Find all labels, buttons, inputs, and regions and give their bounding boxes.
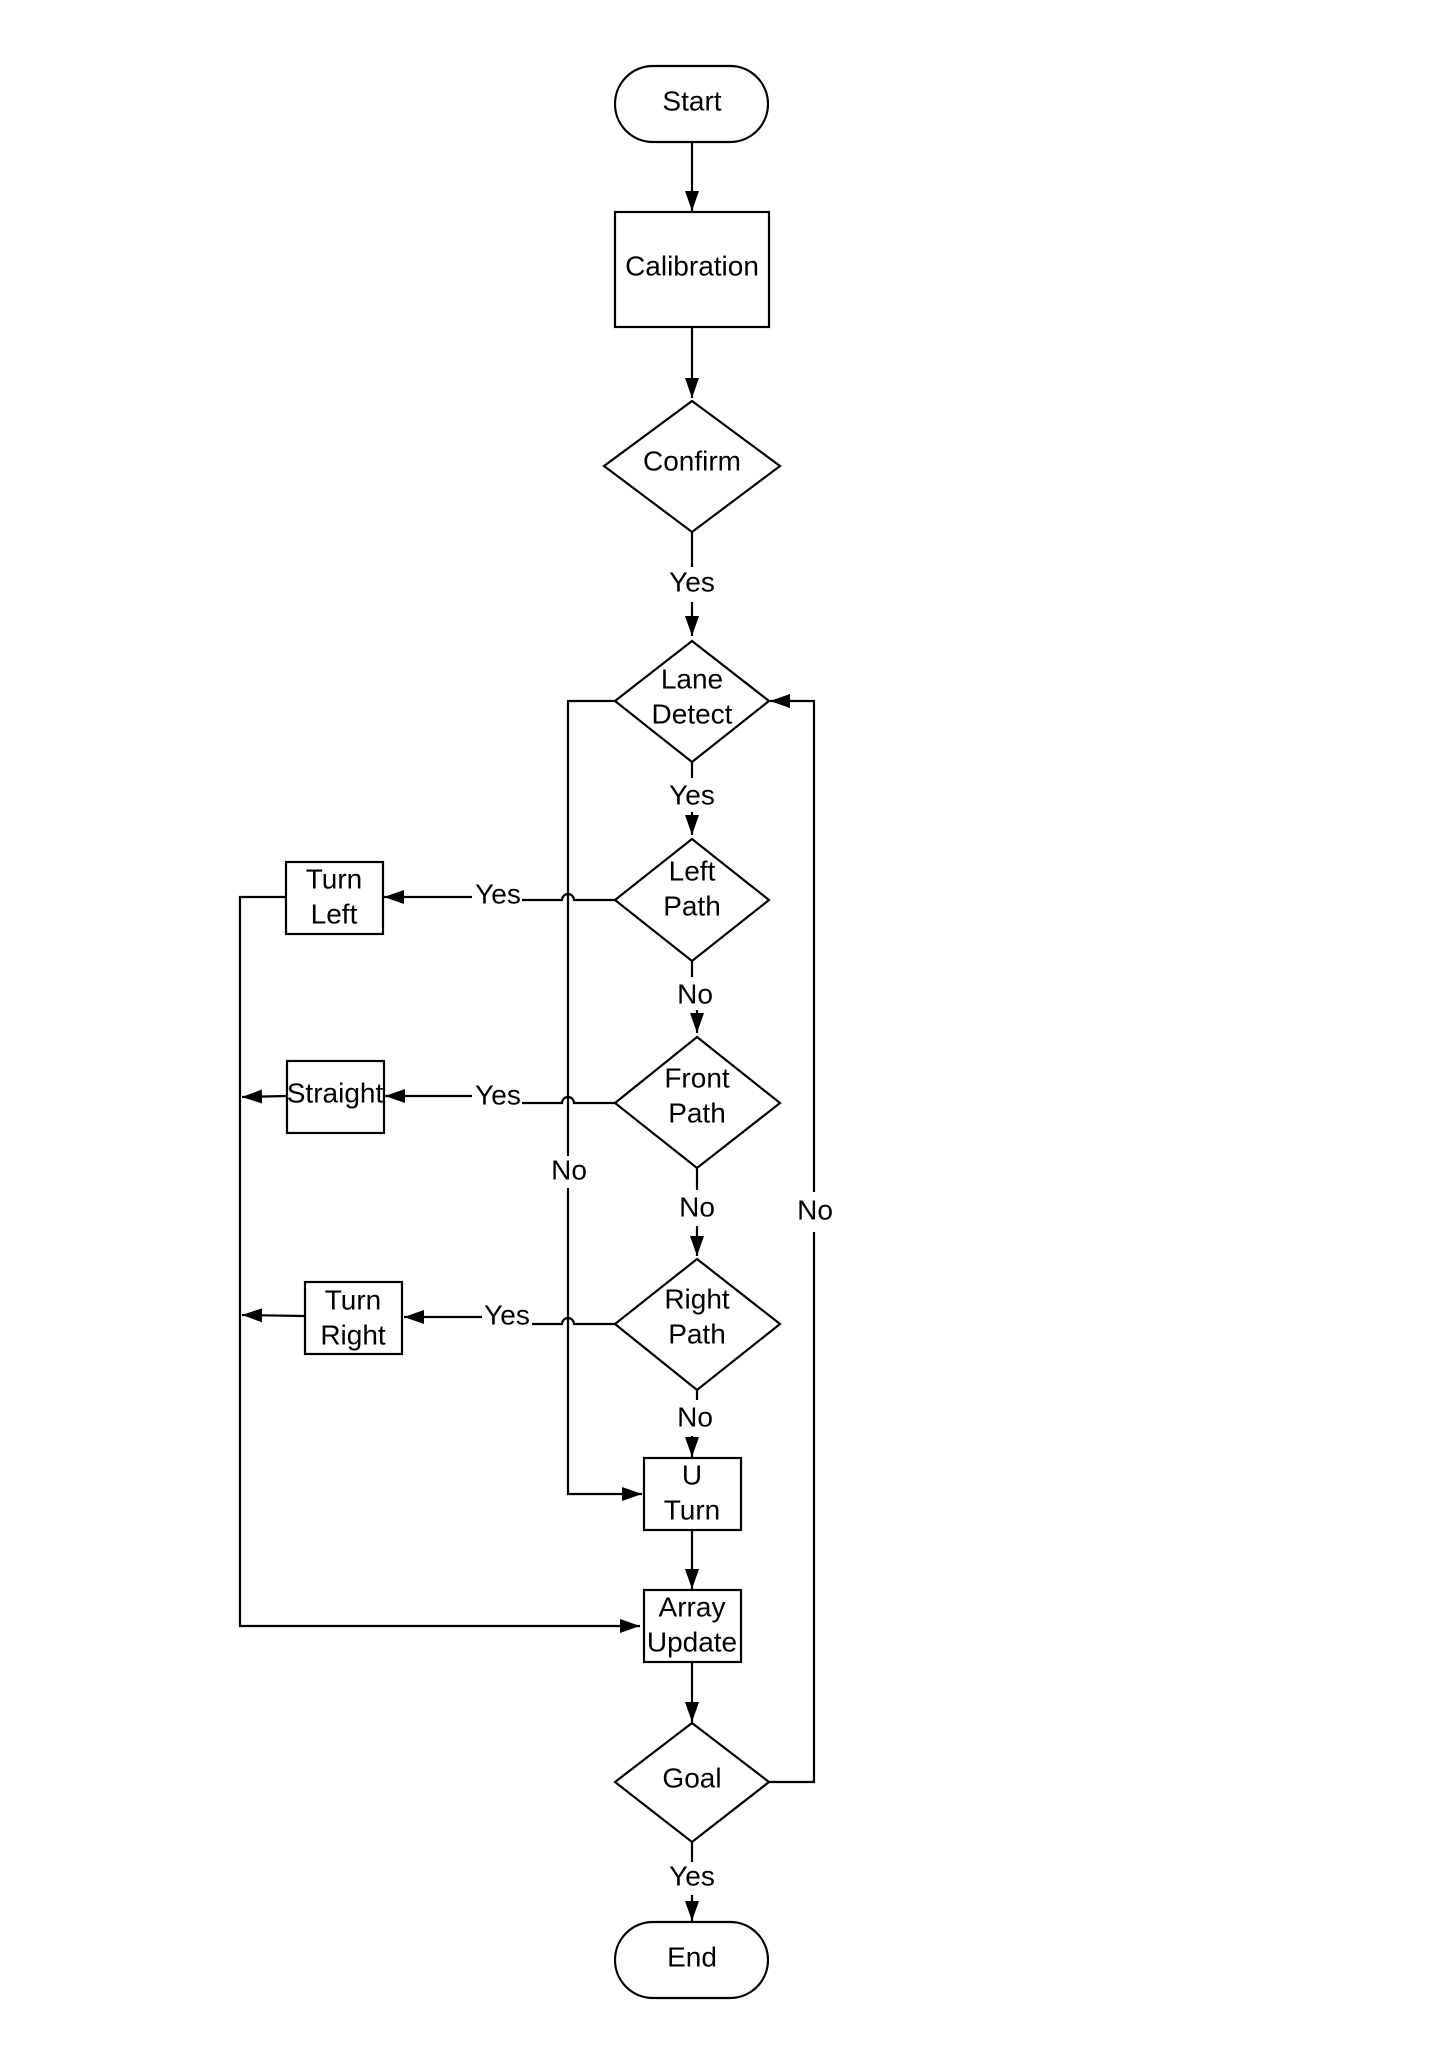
front-path-decision-shape (613, 1035, 782, 1170)
right-path-decision-shape (613, 1257, 782, 1392)
node-right-path[interactable]: Right Path (613, 1257, 782, 1392)
front-path-label-line2: Path (668, 1097, 726, 1128)
edge-label-lane-detect-yes: Yes (669, 779, 715, 810)
edge-left-path-turn-left (522, 892, 615, 902)
calibration-process-shape (613, 210, 771, 329)
edge-label-right-path-no: No (677, 1401, 713, 1432)
node-goal[interactable]: Goal (613, 1721, 771, 1844)
edge-lane-detect-u-turn-top (566, 699, 615, 1156)
edge-label-left-path-no: No (677, 978, 713, 1009)
lane-detect-label-line1: Lane (661, 663, 723, 694)
edge-turn-right-array-update (241, 1308, 305, 1323)
node-left-path[interactable]: Left Path (613, 837, 771, 963)
calibration-label: Calibration (625, 250, 759, 281)
left-path-decision-shape (613, 837, 771, 963)
edge-label-goal-yes: Yes (669, 1860, 715, 1891)
turn-left-label-line1: Turn (306, 863, 363, 894)
edge-label-front-path-no: No (679, 1191, 715, 1222)
turn-right-process-shape (303, 1280, 404, 1356)
node-turn-right[interactable]: Turn Right (303, 1280, 404, 1356)
edge-label-left-path-yes: Yes (475, 878, 521, 909)
confirm-label: Confirm (643, 445, 741, 476)
array-update-label-line2: Update (647, 1626, 737, 1657)
edges (238, 142, 816, 1921)
start-label: Start (662, 85, 721, 116)
node-turn-left[interactable]: Turn Left (284, 860, 385, 936)
edge-goal-lane-detect-arrow (770, 694, 816, 1192)
edge-label-right-path-yes: Yes (484, 1299, 530, 1330)
edge-goal-lane-detect (768, 1232, 816, 1784)
turn-right-label-line2: Right (320, 1319, 386, 1350)
goal-label: Goal (662, 1762, 721, 1793)
edge-label-lane-detect-no: No (551, 1154, 587, 1185)
array-update-label-line1: Array (659, 1591, 726, 1622)
edge-labels: Yes Yes No No No Yes No No Yes Yes Yes (475, 566, 833, 1891)
turn-left-process-shape (284, 860, 385, 936)
goal-decision-shape (613, 1721, 771, 1844)
right-path-label-line2: Path (668, 1318, 726, 1349)
node-confirm[interactable]: Confirm (602, 399, 782, 534)
end-terminal-shape (613, 1920, 770, 2000)
start-terminal-shape (613, 64, 770, 144)
node-calibration[interactable]: Calibration (613, 210, 771, 329)
left-path-label-line2: Path (663, 890, 721, 921)
edge-label-goal-no: No (797, 1194, 833, 1225)
confirm-decision-shape (602, 399, 782, 534)
turn-left-label-line2: Left (311, 898, 358, 929)
straight-process-shape (285, 1059, 386, 1135)
edge-straight-array-update (241, 1089, 287, 1104)
edge-label-front-path-yes: Yes (475, 1079, 521, 1110)
u-turn-label-line2: Turn (664, 1494, 721, 1525)
edge-label-confirm-yes: Yes (669, 566, 715, 597)
node-straight[interactable]: Straight (285, 1059, 386, 1135)
node-array-update[interactable]: Array Update (642, 1588, 743, 1664)
array-update-process-shape (642, 1588, 743, 1664)
u-turn-process-shape (642, 1456, 743, 1532)
end-label: End (667, 1941, 717, 1972)
right-path-label-line1: Right (664, 1283, 730, 1314)
edge-front-path-straight (522, 1095, 615, 1105)
node-u-turn[interactable]: U Turn (642, 1456, 743, 1532)
lane-detect-label-line2: Detect (652, 698, 733, 729)
left-path-label-line1: Left (669, 855, 716, 886)
straight-label: Straight (287, 1077, 384, 1108)
front-path-label-line1: Front (664, 1062, 730, 1093)
edge-turn-left-array-update (238, 895, 640, 1633)
edge-right-path-turn-right (532, 1316, 615, 1326)
node-lane-detect[interactable]: Lane Detect (613, 639, 771, 764)
u-turn-label-line1: U (682, 1459, 702, 1490)
lane-detect-decision-shape (613, 639, 771, 764)
turn-right-label-line1: Turn (325, 1284, 382, 1315)
edge-lane-detect-u-turn-bottom (566, 1188, 642, 1501)
node-end[interactable]: End (613, 1920, 770, 2000)
node-start[interactable]: Start (613, 64, 770, 144)
node-front-path[interactable]: Front Path (613, 1035, 782, 1170)
